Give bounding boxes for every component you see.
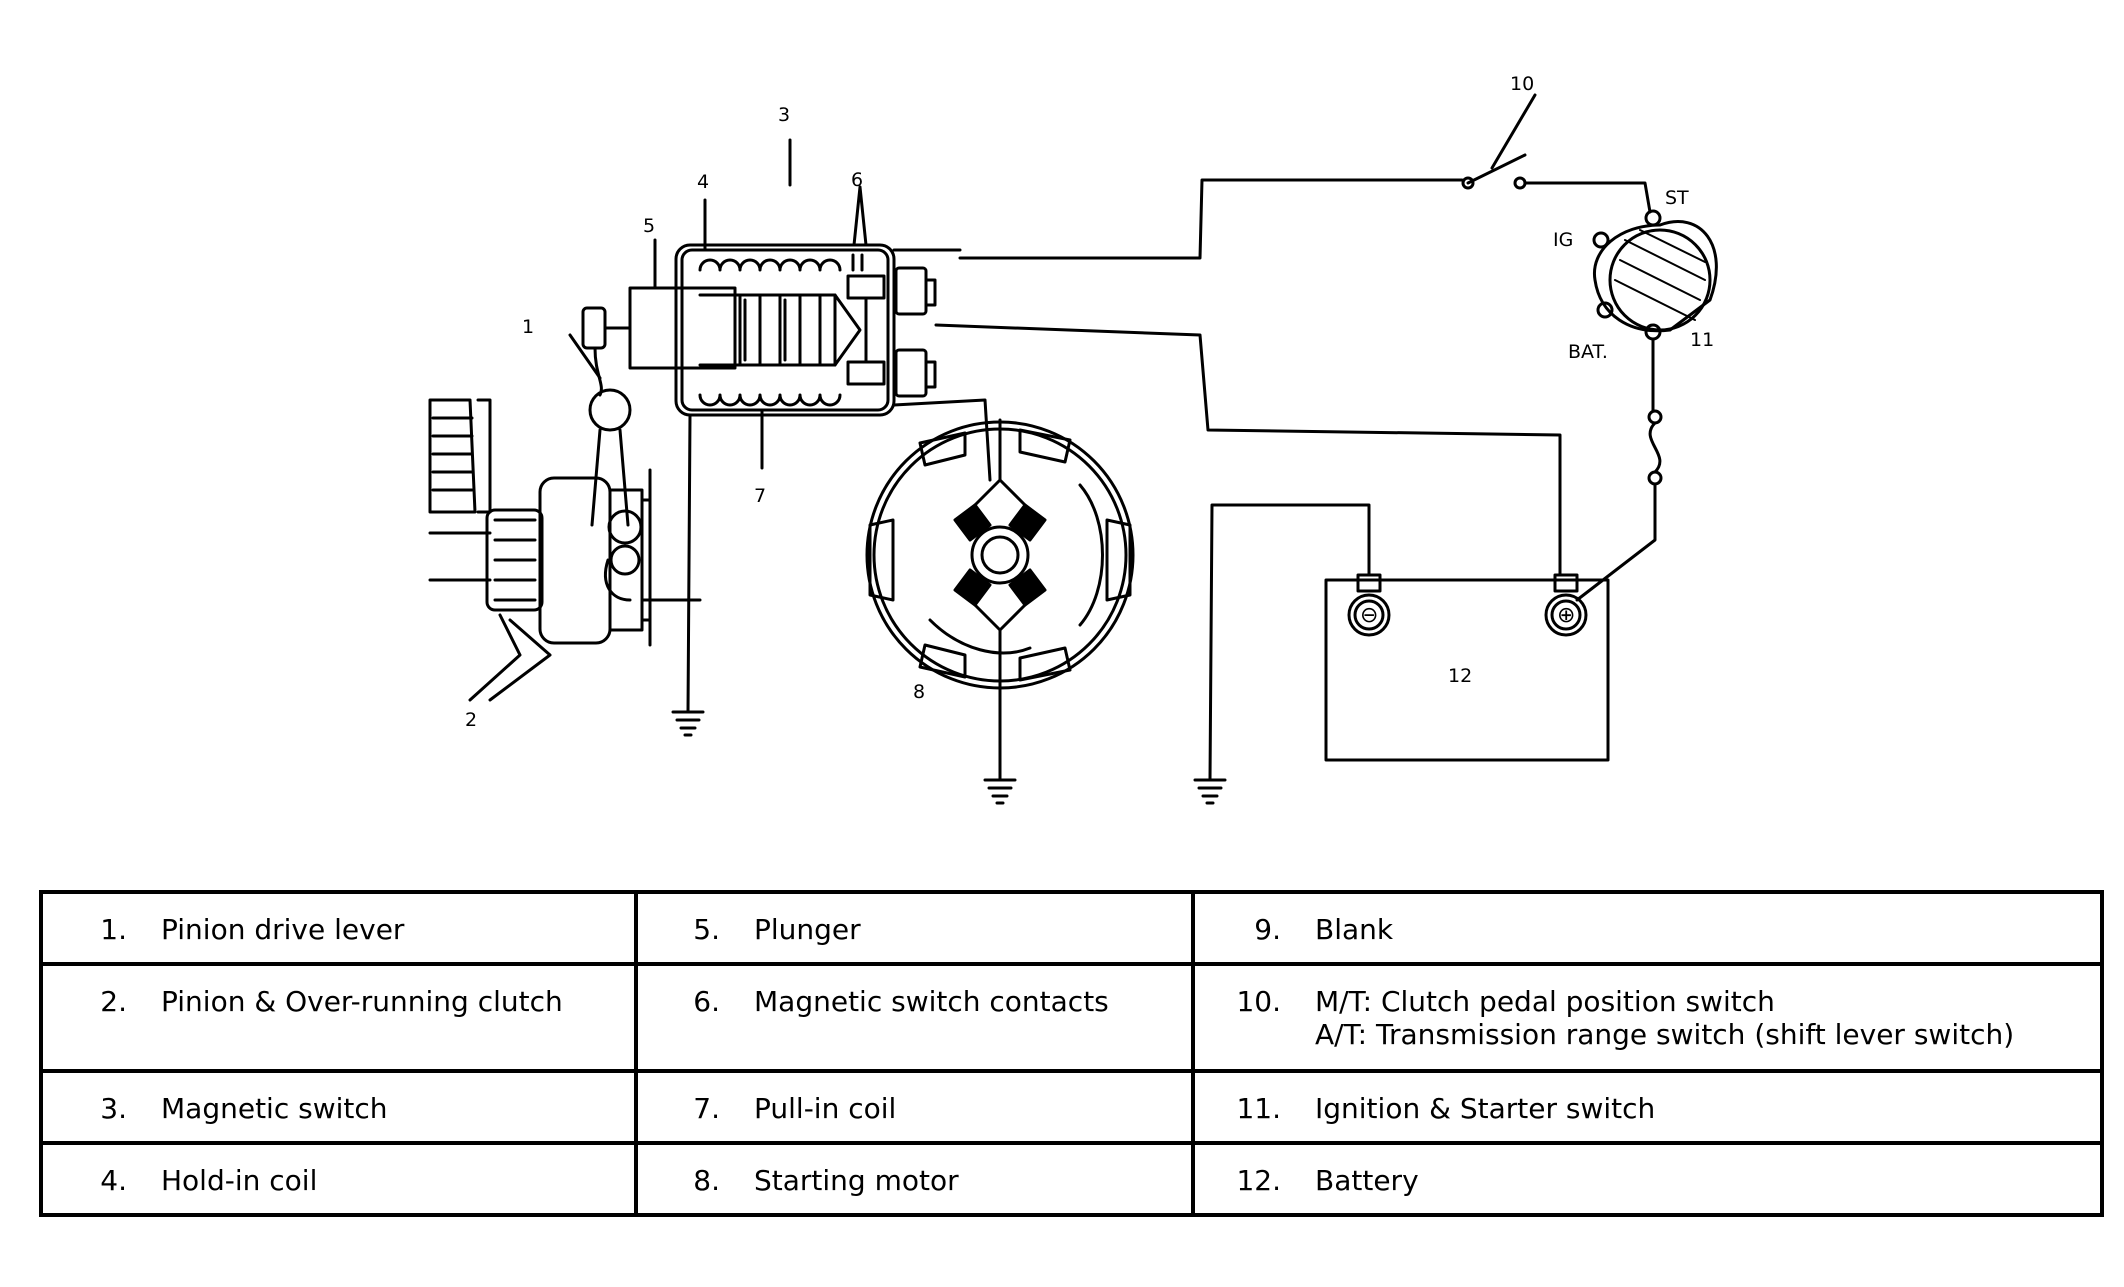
legend-cell: 2. Pinion & Over-running clutch <box>39 962 638 1073</box>
fuse <box>1647 409 1663 486</box>
legend-label: Blank <box>1315 913 1394 946</box>
legend-row: 1. Pinion drive lever 5. Plunger 9. Blank <box>39 890 2104 966</box>
callout-12: 12 <box>1448 665 1472 687</box>
legend-label: Ignition & Starter switch <box>1315 1091 1656 1125</box>
battery-negative-label: ⊖ <box>1360 603 1378 628</box>
callout-3: 3 <box>778 104 790 126</box>
legend-label: Magnetic switch <box>161 1091 388 1125</box>
legend-cell: 12. Battery <box>1191 1140 2104 1218</box>
legend-row: 4. Hold-in coil 8. Starting motor 12. Batte… <box>39 1140 2104 1218</box>
callout-2: 2 <box>465 709 477 731</box>
callout-11: 11 <box>1690 329 1714 351</box>
terminal-bat-label: BAT. <box>1568 341 1608 363</box>
legend-label-line1: M/T: Clutch pedal position switch <box>1315 985 1775 1018</box>
ignition-switch <box>1592 209 1718 341</box>
legend-label: Starting motor <box>754 1163 959 1197</box>
callout-6: 6 <box>851 169 863 191</box>
legend-cell: 9. Blank <box>1191 890 2104 966</box>
legend-number: 1. <box>100 913 127 946</box>
clutch-pedal-switch <box>1461 153 1527 190</box>
switch-terminals <box>892 248 962 398</box>
pinion-drive-lever <box>581 306 643 602</box>
legend-cell: 7. Pull-in coil <box>634 1068 1195 1145</box>
legend-label: Pinion & Over-running clutch <box>161 985 563 1018</box>
plunger <box>628 286 737 370</box>
legend-cell: 3. Magnetic switch <box>39 1068 638 1145</box>
legend-cell: 6. Magnetic switch contacts <box>634 962 1195 1073</box>
ring-gear <box>428 398 492 514</box>
legend-number: 9. <box>1254 913 1281 946</box>
legend-row: 2. Pinion & Over-running clutch 6. Magneti… <box>39 962 2104 1073</box>
terminal-st-label: ST <box>1665 187 1689 209</box>
legend-number: 12. <box>1236 1163 1281 1197</box>
callout-4: 4 <box>697 171 709 193</box>
legend-label-line2: A/T: Transmission range switch (shift le… <box>1315 1018 2015 1051</box>
wiring <box>468 93 1657 782</box>
callout-8: 8 <box>913 681 925 703</box>
ground-symbols <box>671 710 1227 805</box>
legend-cell: 1. Pinion drive lever <box>39 890 638 966</box>
legend-table: 1. Pinion drive lever 5. Plunger 9. Blank 2… <box>39 890 2104 1218</box>
legend-number: 5. <box>693 913 720 946</box>
legend-number: 6. <box>693 985 720 1018</box>
pinion-assembly <box>428 468 702 647</box>
legend-number: 10. <box>1236 985 1281 1018</box>
legend-number: 11. <box>1236 1091 1281 1125</box>
legend-cell: 11. Ignition & Starter switch <box>1191 1068 2104 1145</box>
legend-label: Magnetic switch contacts <box>754 985 1109 1018</box>
battery <box>1324 573 1610 762</box>
legend-label: Pinion drive lever <box>161 913 405 946</box>
starting-motor <box>865 418 1135 692</box>
terminal-ig-label: IG <box>1553 229 1573 251</box>
callout-10: 10 <box>1510 73 1534 95</box>
starter-circuit-diagram: 1 2 3 4 5 6 7 8 10 11 12 ST IG BAT. ⊖ ⊕ <box>428 73 1718 805</box>
legend-number: 4. <box>100 1163 127 1197</box>
legend-number: 8. <box>693 1163 720 1197</box>
legend-label: Battery <box>1315 1163 1419 1197</box>
callout-1: 1 <box>522 316 534 338</box>
legend-label: Pull-in coil <box>754 1091 897 1125</box>
callout-labels: 1 2 3 4 5 6 7 8 10 11 12 ST IG BAT. ⊖ ⊕ <box>465 73 1714 731</box>
legend-label: Hold-in coil <box>161 1163 318 1197</box>
magnetic-switch-body <box>674 243 896 417</box>
legend-cell: 8. Starting motor <box>634 1140 1195 1218</box>
legend-label: Plunger <box>754 913 861 946</box>
callout-7: 7 <box>754 485 766 507</box>
battery-positive-label: ⊕ <box>1557 603 1575 628</box>
callout-5: 5 <box>643 215 655 237</box>
legend-number: 3. <box>100 1091 127 1125</box>
legend-number: 2. <box>100 985 127 1018</box>
legend-cell: 5. Plunger <box>634 890 1195 966</box>
legend-number: 7. <box>693 1091 720 1125</box>
legend-cell: 4. Hold-in coil <box>39 1140 638 1218</box>
legend-row: 3. Magnetic switch 7. Pull-in coil 11. Igni… <box>39 1068 2104 1145</box>
